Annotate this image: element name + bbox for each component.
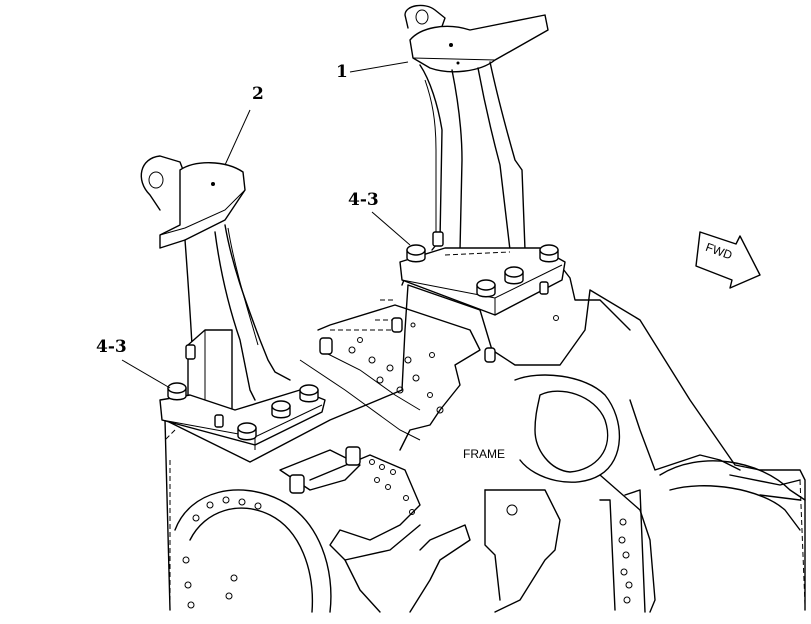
callout-part-2: 2 — [224, 84, 264, 166]
bolt-left-1 — [167, 382, 187, 401]
part-1-bracket — [399, 4, 566, 316]
lower-block-holes — [369, 459, 415, 515]
bolt-group-left — [167, 344, 319, 441]
bolt-group-right — [406, 231, 559, 298]
left-ring-holes — [182, 496, 262, 609]
callout-part-1-number: 1 — [336, 62, 348, 82]
bolt-left-3 — [271, 400, 291, 419]
frame-label: FRAME — [463, 447, 505, 461]
bolt-right-2 — [476, 279, 496, 298]
fwd-arrow-icon: FWD — [695, 231, 761, 289]
callout-bolt-left: 4-3 — [96, 337, 171, 389]
machine-frame — [164, 264, 806, 613]
callout-part-1: 1 — [336, 61, 409, 82]
bolt-right-1 — [406, 244, 426, 263]
bolt-left-2 — [237, 422, 257, 441]
bolt-right-4 — [539, 244, 559, 263]
callout-bolt-left-number: 4-3 — [96, 337, 127, 357]
right-column-holes — [618, 518, 633, 604]
bolt-right-3 — [504, 266, 524, 285]
bolt-left-4 — [299, 384, 319, 403]
callout-bolt-right: 4-3 — [348, 190, 411, 246]
part-2-bracket — [140, 155, 326, 450]
callout-part-2-number: 2 — [252, 84, 264, 104]
callout-bolt-right-number: 4-3 — [348, 190, 379, 210]
